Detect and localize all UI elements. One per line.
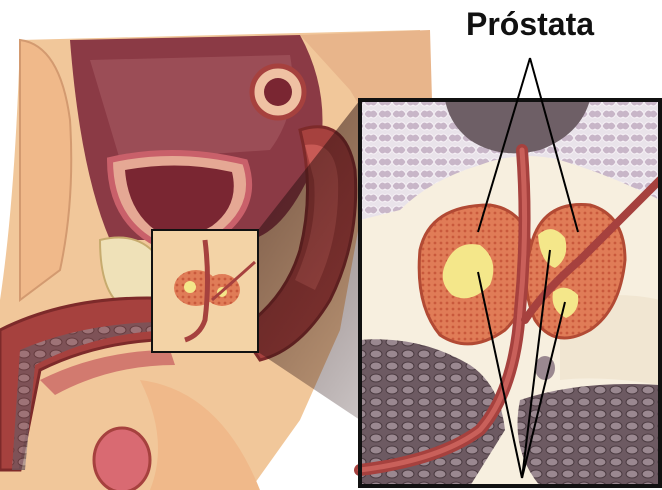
perineal-cells (518, 384, 661, 486)
inset-panel (360, 100, 660, 486)
bulbourethral-gland (535, 356, 555, 380)
prostate-location-box (152, 230, 258, 352)
testis (94, 428, 150, 490)
rectum-section (252, 66, 304, 118)
prostate-title: Próstata (466, 6, 594, 43)
